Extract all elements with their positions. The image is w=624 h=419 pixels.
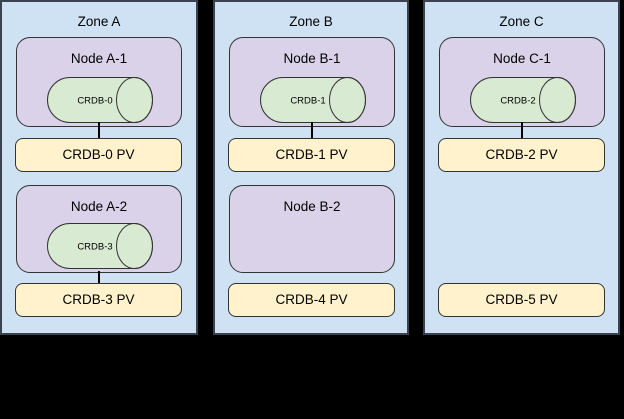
connector-line [521,122,523,138]
cylinder-crdb-2: CRDB-2 [470,77,576,123]
node-label: Node A-1 [70,51,128,66]
pv-label: CRDB-4 PV [275,292,348,307]
node-label: Node C-1 [493,51,551,66]
connector-line [98,122,100,138]
pv-label: CRDB-1 PV [275,147,348,162]
cylinder-crdb-0: CRDB-0 [47,77,153,123]
node-b1: Node B-1 CRDB-1 [229,37,395,127]
cylinder-label: CRDB-2 [500,96,535,107]
node-b2: Node B-2 [229,185,395,273]
pv-box-crdb-2: CRDB-2 PV [438,138,605,172]
cylinder-cap [116,77,153,123]
pv-label: CRDB-3 PV [62,292,135,307]
cylinder-label: CRDB-3 [77,242,112,253]
cylinder-crdb-3: CRDB-3 [47,223,153,269]
cylinder-cap [329,77,366,123]
node-label: Node B-1 [283,51,341,66]
zone-c-panel: Zone C Node C-1 CRDB-2 CRDB-2 PV CRDB-5 … [423,0,620,335]
cylinder-label: CRDB-1 [290,96,325,107]
zone-label: Zone C [499,14,544,29]
node-a1: Node A-1 CRDB-0 [16,37,182,127]
node-c1: Node C-1 CRDB-2 [439,37,605,127]
pv-label: CRDB-0 PV [62,147,135,162]
pv-box-crdb-1: CRDB-1 PV [228,138,395,172]
cylinder-crdb-1: CRDB-1 [260,77,366,123]
node-label: Node A-2 [70,199,128,214]
zone-label: Zone A [77,14,121,29]
pv-label: CRDB-2 PV [485,147,558,162]
cylinder-cap [539,77,576,123]
zone-a-panel: Zone A Node A-1 CRDB-0 CRDB-0 PV Node A-… [0,0,198,335]
connector-line [311,122,313,138]
pv-box-crdb-5: CRDB-5 PV [438,283,605,317]
zone-b-panel: Zone B Node B-1 CRDB-1 CRDB-1 PV Node B-… [213,0,409,335]
pv-label: CRDB-5 PV [485,292,558,307]
pv-box-crdb-3: CRDB-3 PV [15,283,182,317]
pv-box-crdb-4: CRDB-4 PV [228,283,395,317]
cylinder-cap [116,223,153,269]
node-label: Node B-2 [283,199,341,214]
cylinder-label: CRDB-0 [77,96,112,107]
pv-box-crdb-0: CRDB-0 PV [15,138,182,172]
node-a2: Node A-2 CRDB-3 [16,185,182,273]
connector-line [98,271,100,283]
zone-label: Zone B [289,14,333,29]
